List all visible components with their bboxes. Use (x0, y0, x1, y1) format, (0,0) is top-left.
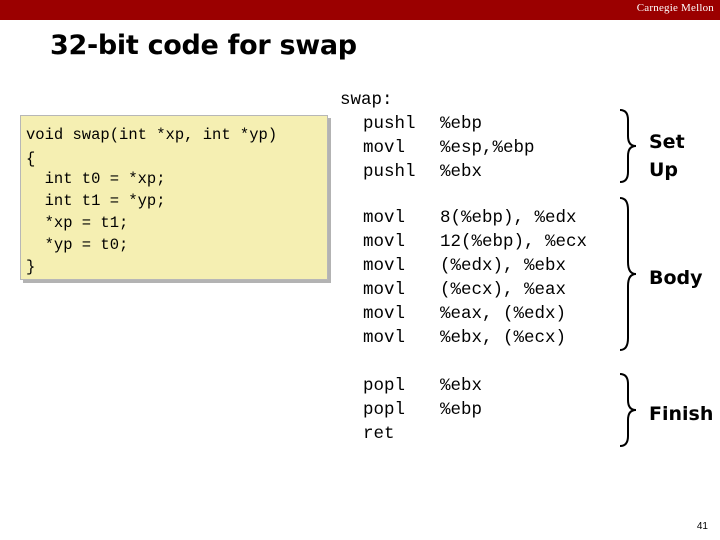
setup-brace (619, 109, 637, 183)
setup-label-line2: Up (649, 159, 679, 181)
asm-args: 12(%ebp), %ecx (440, 232, 588, 252)
c-code-line: void swap(int *xp, int *yp) (26, 126, 278, 144)
asm-op: movl (363, 208, 406, 228)
asm-op: movl (363, 256, 406, 276)
asm-args: 8(%ebp), %edx (440, 208, 577, 228)
finish-brace (619, 373, 637, 447)
asm-args: %ebp (440, 114, 483, 134)
c-source-box: void swap(int *xp, int *yp) { int t0 = *… (20, 115, 328, 280)
asm-args: %esp,%ebp (440, 138, 535, 158)
asm-op: movl (363, 328, 406, 348)
asm-op: popl (363, 376, 406, 396)
asm-args: (%ecx), %eax (440, 280, 567, 300)
asm-op: popl (363, 400, 406, 420)
c-code-line: int t0 = *xp; (26, 170, 166, 188)
c-code-line: *xp = t1; (26, 214, 129, 232)
asm-op: movl (363, 280, 406, 300)
asm-op: movl (363, 232, 406, 252)
asm-op: pushl (363, 162, 416, 182)
body-brace (619, 197, 637, 351)
c-code-line: int t1 = *yp; (26, 192, 166, 210)
c-code-line: *yp = t0; (26, 236, 129, 254)
asm-args: %ebx (440, 376, 483, 396)
asm-op: pushl (363, 114, 416, 134)
asm-args: (%edx), %ebx (440, 256, 567, 276)
asm-label: swap: (340, 90, 393, 110)
c-code-line: } (26, 258, 36, 276)
slide-title: 32-bit code for swap (50, 30, 357, 61)
c-code-line: { (26, 150, 36, 168)
asm-args: %ebp (440, 400, 483, 420)
asm-args: %eax, (%edx) (440, 304, 567, 324)
asm-args: %ebx, (%ecx) (440, 328, 567, 348)
body-label: Body (649, 267, 703, 289)
asm-op: movl (363, 304, 406, 324)
setup-label-line1: Set (649, 131, 685, 153)
header-bar: Carnegie Mellon (0, 0, 720, 20)
finish-label: Finish (649, 403, 714, 425)
brand-name: Carnegie Mellon (636, 2, 714, 14)
asm-op: movl (363, 138, 406, 158)
asm-op: ret (363, 424, 395, 444)
asm-args: %ebx (440, 162, 483, 182)
page-number: 41 (696, 521, 708, 532)
